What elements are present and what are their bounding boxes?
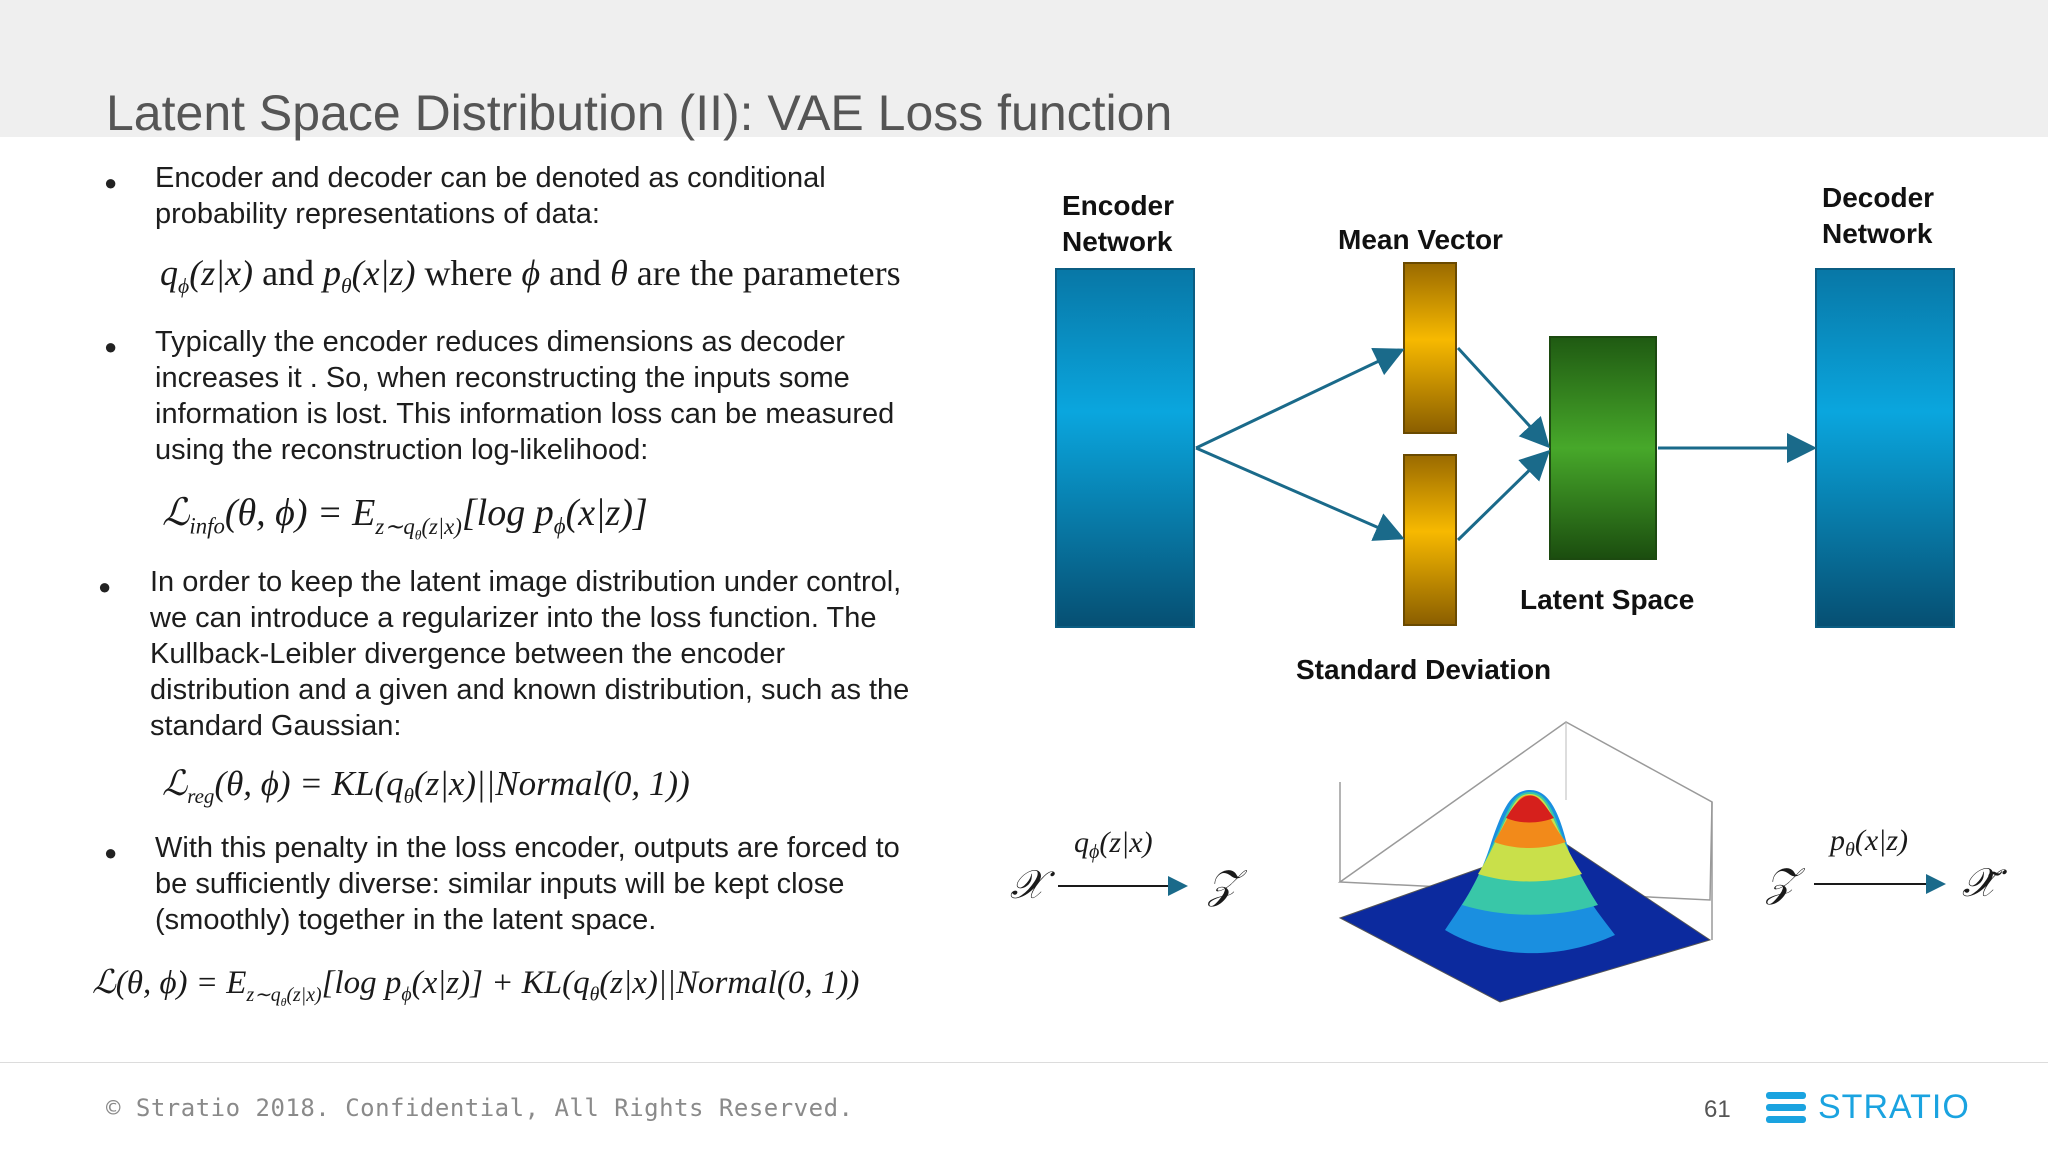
formula-regularizer: ℒreg(θ, ϕ) = KL(qθ(z|x)||Normal(0, 1)) [162, 764, 690, 808]
svg-text:pθ(x|z): pθ(x|z) [1828, 824, 1908, 861]
std-vector-block [1403, 454, 1457, 626]
gaussian-surface-plot [1337, 721, 1713, 1003]
arrow-encoder-to-mean [1195, 348, 1405, 450]
decoder-network-label: Decoder Network [1822, 182, 1935, 249]
decoder-network-block [1815, 268, 1955, 628]
formula-total-loss: ℒ(θ, ϕ) = Ez∼qθ(z|x)[log pϕ(x|z)] + KL(q… [92, 965, 860, 1009]
title-band [0, 0, 2048, 137]
copyright-notice: © Stratio 2018. Confidential, All Rights… [106, 1094, 854, 1122]
standard-deviation-label: Standard Deviation [1296, 654, 1552, 685]
decoder-mapping-equation: 𝒵 pθ(x|z) 𝒳̃ [1765, 824, 2008, 905]
bullet-4-text: With this penalty in the loss encoder, o… [155, 832, 900, 936]
page-number: 61 [1704, 1096, 1731, 1123]
mean-vector-label: Mean Vector [1338, 224, 1503, 255]
svg-text:𝒳: 𝒳 [1010, 862, 1056, 907]
bullet-2-text: Typically the encoder reduces dimensions… [155, 326, 895, 466]
formula-conditional: qϕ(z|x) and pθ(x|z) where ϕ and θ are th… [160, 253, 901, 299]
bullet-marker: ● [104, 840, 118, 865]
bullet-marker: ● [104, 170, 118, 195]
encoder-network-label: Encoder Network [1062, 190, 1175, 257]
stratio-brand-text: STRATIO [1818, 1088, 1970, 1126]
bullet-marker: ● [98, 574, 112, 599]
arrow-encoder-to-std [1195, 446, 1405, 541]
svg-text:𝒵: 𝒵 [1765, 860, 1806, 905]
svg-text:qϕ(z|x): qϕ(z|x) [1074, 826, 1153, 863]
footer-divider [0, 1062, 2048, 1063]
bullet-1-text: Encoder and decoder can be denoted as co… [155, 162, 826, 230]
mean-vector-block [1403, 262, 1457, 434]
stratio-logo-icon [1766, 1092, 1806, 1123]
encoder-mapping-equation: 𝒳 qϕ(z|x) 𝒵 [1010, 826, 1248, 907]
svg-text:𝒵: 𝒵 [1207, 862, 1248, 907]
latent-space-label: Latent Space [1520, 584, 1695, 615]
bullet-marker: ● [104, 334, 118, 359]
formula-info-loss: ℒinfo(θ, ϕ) = Ez∼qθ(z|x)[log pϕ(x|z)] [162, 492, 648, 543]
slide-title: Latent Space Distribution (II): VAE Loss… [106, 85, 1173, 141]
arrow-std-to-latent [1456, 449, 1551, 542]
arrow-mean-to-latent [1456, 346, 1551, 449]
bullet-3-text: In order to keep the latent image distri… [150, 566, 910, 742]
latent-space-block [1549, 336, 1657, 560]
svg-text:𝒳̃: 𝒳̃ [1962, 860, 2008, 905]
encoder-network-block [1055, 268, 1195, 628]
